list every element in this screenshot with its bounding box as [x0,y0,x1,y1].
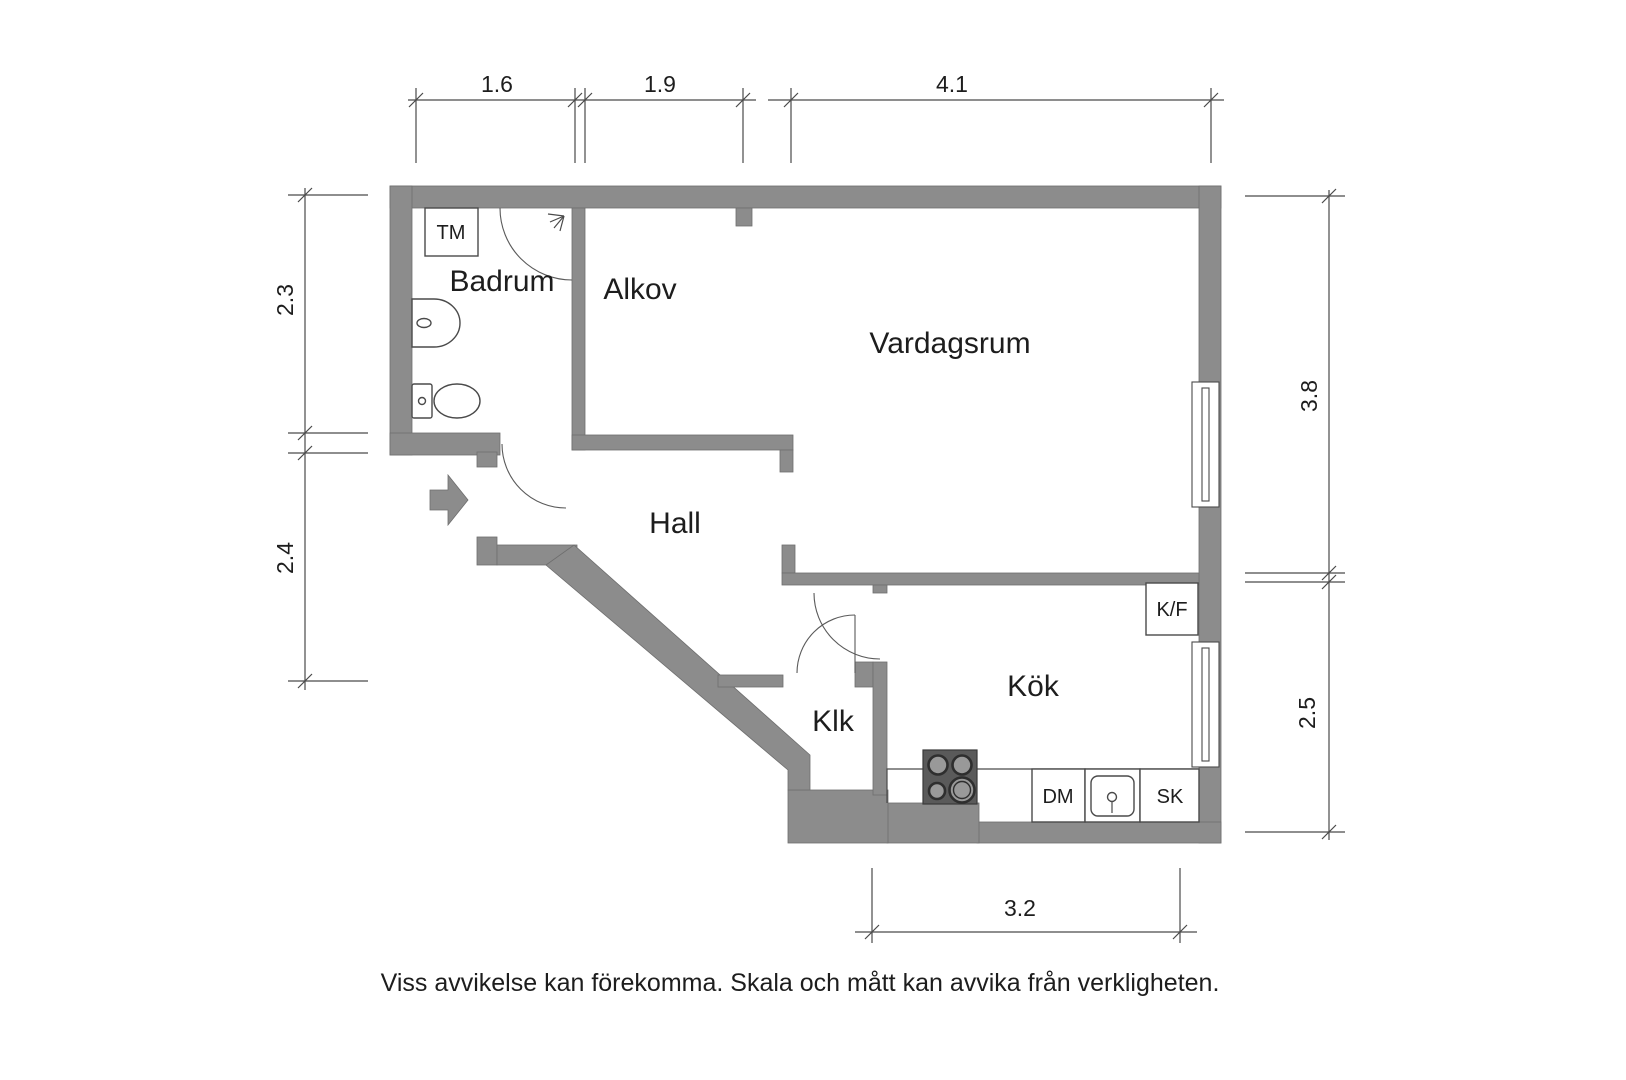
wall-klk-east [872,661,888,796]
room-label-hall: Hall [649,507,701,540]
entry-arrow-icon [429,473,469,527]
dim-top-3: 4.1 [936,71,968,97]
wall-left [389,185,413,456]
label-fridge-freezer: K/F [1156,599,1187,621]
wall-klk-stub [854,661,874,688]
wall-badrum-alkov [571,207,586,451]
wall-stub-upper [779,449,794,473]
dimension-labels: 1.6 1.9 4.1 2.3 2.4 3.8 2.5 3.2 [272,71,1322,921]
wall-below-entry [476,536,498,566]
dim-right-1: 3.8 [1296,380,1322,412]
wall-kok-north [781,572,1200,586]
fixture-labels: TM K/F DM SK [437,222,1188,808]
wall-kok-door-jamb [872,584,888,594]
label-washing-machine: TM [437,222,466,244]
dim-bottom-1: 3.2 [1004,895,1036,921]
wall-stub-lower [781,544,796,574]
dim-left-2: 2.4 [272,542,298,574]
wall-badrum-south [389,432,501,456]
sink-icon [411,298,461,348]
wall-hall-north [571,434,794,451]
room-labels: Badrum Alkov Vardagsrum Hall Klk Kök [449,265,1059,738]
wall-bottom-mid [886,802,980,844]
wall-bottom-left [787,789,889,844]
doors [501,443,881,674]
label-cabinet: SK [1157,786,1184,808]
dim-left-1: 2.3 [272,284,298,316]
wall-bottom [976,821,1222,844]
walls [389,185,1222,844]
room-label-alkov: Alkov [603,273,676,306]
kok-window-icon [1191,641,1220,768]
dim-top-2: 1.9 [644,71,676,97]
room-label-vardagsrum: Vardagsrum [869,327,1030,360]
wall-klk-north [717,674,784,688]
kok-fixtures [886,582,1200,823]
dim-right-2: 2.5 [1294,697,1320,729]
wall-top [389,185,1222,209]
badrum-fixtures [411,207,573,419]
dim-top-1: 1.6 [481,71,513,97]
stove-icon [922,749,978,805]
wall-diagonal [545,544,811,791]
room-label-badrum: Badrum [449,265,554,298]
toilet-icon [411,383,481,419]
washing-machine-box [424,207,479,257]
dishwasher-box [1031,768,1086,823]
dimension-lines [288,88,1345,943]
room-label-klk: Klk [812,705,855,738]
windows [1191,381,1220,768]
room-label-kok: Kök [1007,670,1060,703]
kok-door-arc [813,592,881,660]
wall-entry-jamb [476,451,498,468]
wall-notch [735,207,753,227]
klk-door-arc [796,614,856,674]
fridge-freezer-box [1145,582,1199,636]
vardagsrum-window-icon [1191,381,1220,508]
badrum-door-arc [501,443,567,509]
kitchen-sink-icon [1084,768,1141,823]
disclaimer-text: Viss avvikelse kan förekomma. Skala och … [381,969,1220,997]
cabinet-box [1139,768,1200,823]
shower-icon [499,207,573,281]
label-dishwasher: DM [1042,786,1073,808]
